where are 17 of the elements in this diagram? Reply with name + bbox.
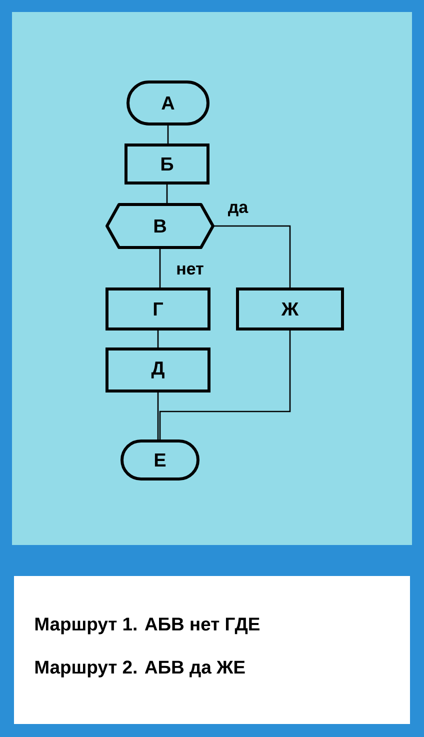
edge-label: нет [175,264,205,276]
terminal-box: Е [120,440,200,480]
process-box: Ж [236,288,344,330]
route-text: Маршрут 1. АБВ нет ГДЕ [35,618,260,634]
process-box: Г [106,288,210,330]
connector-line [157,330,159,348]
terminal-box: А [126,80,210,126]
connector-line [157,392,159,440]
connector-line [213,225,291,288]
connector-line [159,248,161,288]
connector-line [166,184,168,204]
route-text: Маршрут 2. АБВ да ЖЕ [35,660,245,678]
process-box: Б [124,144,210,184]
decision-hexagon: В [106,203,214,249]
process-box: Д [106,348,210,392]
connector-line [159,330,291,440]
connector-line [167,126,169,144]
